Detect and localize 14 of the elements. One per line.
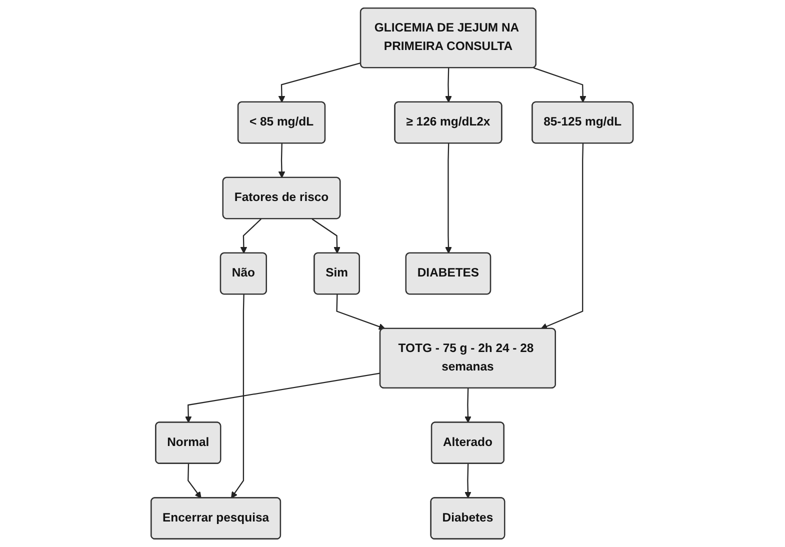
arrow: [188, 464, 202, 498]
arrow: [465, 464, 472, 498]
arrow: [278, 143, 286, 178]
arrow: [240, 218, 262, 254]
arrow: [534, 67, 587, 103]
arrow: [336, 294, 386, 330]
arrow: [278, 62, 362, 103]
arrow: [231, 294, 245, 498]
arrow: [446, 143, 452, 254]
arrow: [465, 388, 472, 423]
arrow: [185, 372, 381, 423]
arrow: [541, 143, 584, 330]
arrow: [446, 68, 452, 103]
arrow: [312, 218, 341, 254]
